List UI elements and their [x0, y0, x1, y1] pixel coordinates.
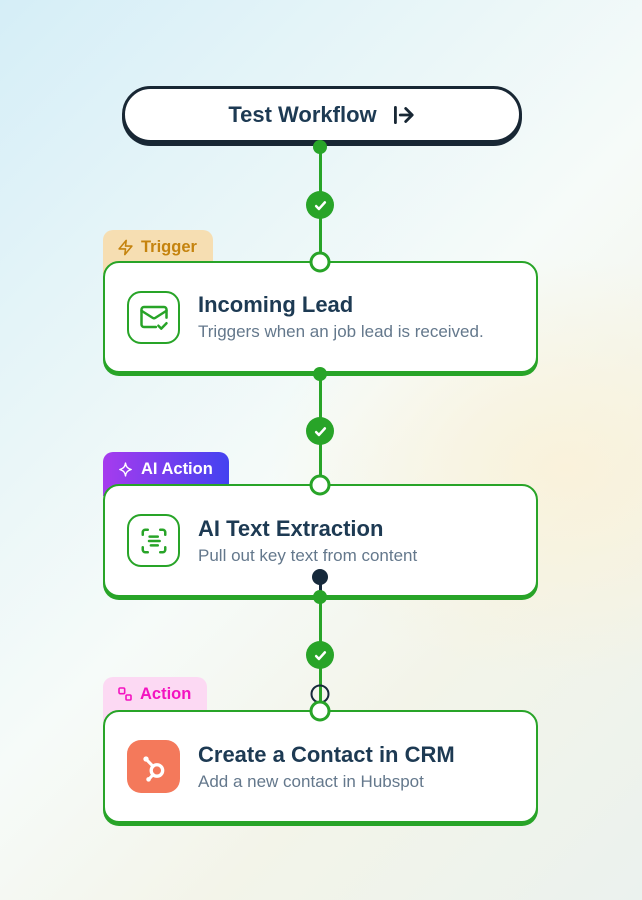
badge-trigger-label: Trigger: [141, 238, 197, 256]
run-arrow-icon: [393, 105, 414, 124]
badge-action-label: Action: [140, 685, 192, 703]
workflow-icon: [118, 687, 132, 701]
node-text-block: Incoming Lead Triggers when an job lead …: [198, 292, 484, 342]
node-text-block: AI Text Extraction Pull out key text fro…: [198, 516, 417, 566]
connector-status-badge: [306, 417, 334, 445]
node-title: Create a Contact in CRM: [198, 741, 455, 767]
node-text-block: Create a Contact in CRM Add a new contac…: [198, 742, 455, 792]
connector-input-port[interactable]: [309, 474, 331, 495]
connector-source-dot: [313, 140, 327, 154]
connector-source-dot: [313, 589, 327, 604]
node-ai-text-extraction[interactable]: AI Text Extraction Pull out key text fro…: [103, 484, 538, 597]
connector-status-badge: [306, 191, 334, 219]
check-icon: [314, 650, 326, 660]
connector-source-dot: [313, 366, 327, 381]
node-subtitle: Add a new contact in Hubspot: [198, 771, 424, 791]
connector-input-port[interactable]: [309, 700, 331, 721]
node-title: Incoming Lead: [198, 292, 354, 317]
node-subtitle: Triggers when an job lead is received.: [198, 322, 484, 341]
node-subtitle: Pull out key text from content: [198, 545, 418, 565]
node-title: AI Text Extraction: [198, 515, 384, 541]
mail-check-icon: [127, 290, 180, 344]
check-icon: [314, 200, 326, 210]
node-create-contact-crm[interactable]: Create a Contact in CRM Add a new contac…: [103, 710, 538, 823]
scan-text-icon: [127, 514, 180, 567]
test-workflow-button[interactable]: Test Workflow: [122, 86, 522, 143]
node-incoming-lead[interactable]: Incoming Lead Triggers when an job lead …: [103, 261, 538, 373]
drag-pin-handle[interactable]: [312, 569, 328, 585]
check-icon: [314, 426, 326, 436]
badge-ai-action-label: AI Action: [141, 460, 213, 478]
test-workflow-label: Test Workflow: [228, 101, 377, 127]
connector-input-port[interactable]: [309, 251, 331, 272]
connector-status-badge: [306, 641, 334, 669]
sparkle-icon: [119, 462, 132, 477]
bolt-icon: [118, 239, 133, 256]
hubspot-icon: [127, 740, 180, 793]
